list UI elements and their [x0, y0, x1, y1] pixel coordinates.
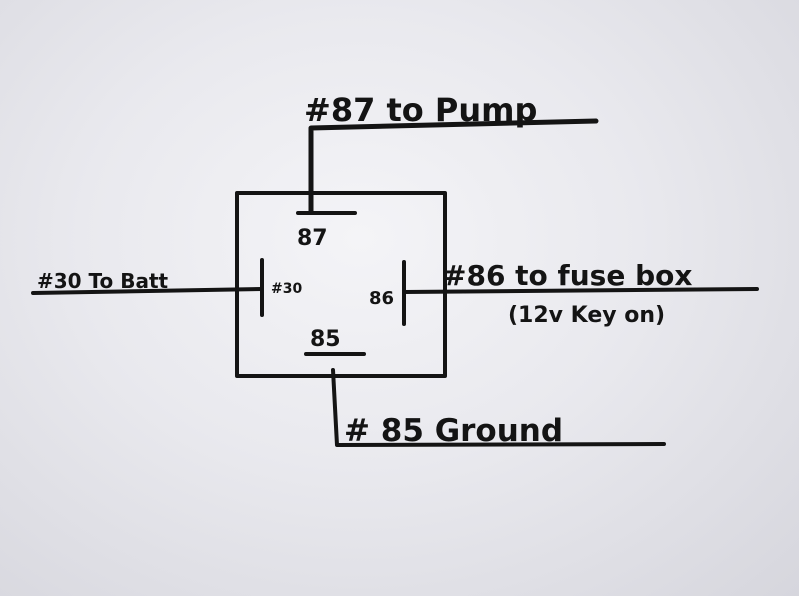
- pin-87-label: 87: [297, 226, 328, 251]
- pin-86-label: 86: [369, 288, 394, 309]
- wire-86-to-fuse-box: [402, 287, 759, 294]
- pin-30-label: #30: [271, 281, 302, 297]
- pump-label: #87 to Pump: [304, 91, 537, 129]
- key-on-note: (12v Key on): [508, 303, 665, 328]
- battery-label: #30 To Batt: [37, 269, 169, 293]
- wire-87-to-pump: [308, 118, 599, 214]
- relay-body: [235, 191, 447, 378]
- pin-85-label: 85: [310, 327, 341, 352]
- ground-label: # 85 Ground: [344, 413, 563, 449]
- wire-85-to-ground: [331, 368, 666, 447]
- fuse-box-label: #86 to fuse box: [443, 259, 692, 292]
- wire-30-to-battery: [31, 287, 264, 295]
